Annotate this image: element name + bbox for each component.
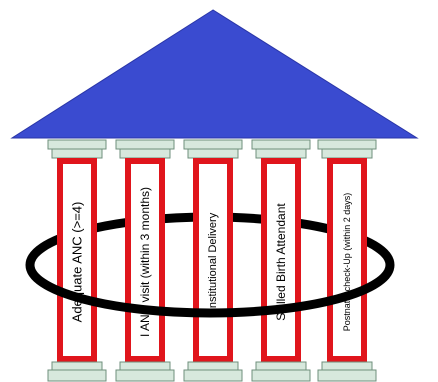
pillar-capital-top bbox=[47, 139, 107, 150]
pillar-label: Skilled Birth Attendant bbox=[274, 203, 288, 321]
roof bbox=[10, 9, 419, 139]
pillar-panel bbox=[131, 164, 159, 356]
pillar-capital-top bbox=[251, 139, 311, 150]
pillar-base bbox=[47, 369, 107, 382]
pillar-panel bbox=[267, 164, 295, 356]
pillar: Adequate ANC (>=4) bbox=[47, 139, 107, 382]
pillar-base-neck bbox=[255, 361, 307, 371]
pillar-label: Postnatal check-Up (within 2 days) bbox=[342, 193, 352, 332]
pillar: Skilled Birth Attendant bbox=[251, 139, 311, 382]
pillar-capital-neck bbox=[119, 148, 171, 159]
pillar-capital-neck bbox=[255, 148, 307, 159]
pillar-panel bbox=[199, 164, 227, 356]
pillar-capital-top bbox=[115, 139, 175, 150]
pillar-panel bbox=[63, 164, 91, 356]
pillars-group: Adequate ANC (>=4) I ANC visit (within 3 … bbox=[47, 139, 377, 382]
pillar-capital-neck bbox=[187, 148, 239, 159]
ring-front bbox=[25, 264, 395, 318]
pillar-base-neck bbox=[51, 361, 103, 371]
pillar: Institutional Delivery bbox=[183, 139, 243, 382]
pillar: I ANC visit (within 3 months) bbox=[115, 139, 175, 382]
pillar-base-neck bbox=[321, 361, 373, 371]
pillar-capital-top bbox=[183, 139, 243, 150]
pillar-base bbox=[115, 369, 175, 382]
pillar-base-neck bbox=[119, 361, 171, 371]
pillar-base bbox=[251, 369, 311, 382]
pillar-panel bbox=[333, 164, 361, 356]
pillar-label: Adequate ANC (>=4) bbox=[70, 202, 85, 323]
pillar-base bbox=[183, 369, 243, 382]
pillar-base-neck bbox=[187, 361, 239, 371]
pillar: Postnatal check-Up (within 2 days) bbox=[317, 139, 377, 382]
pillar-capital-neck bbox=[51, 148, 103, 159]
pillar-label: I ANC visit (within 3 months) bbox=[138, 187, 152, 337]
pillar-label: Institutional Delivery bbox=[207, 212, 219, 311]
pillar-capital-neck bbox=[321, 148, 373, 159]
pillar-base bbox=[317, 369, 377, 382]
pillar-capital-top bbox=[317, 139, 377, 150]
